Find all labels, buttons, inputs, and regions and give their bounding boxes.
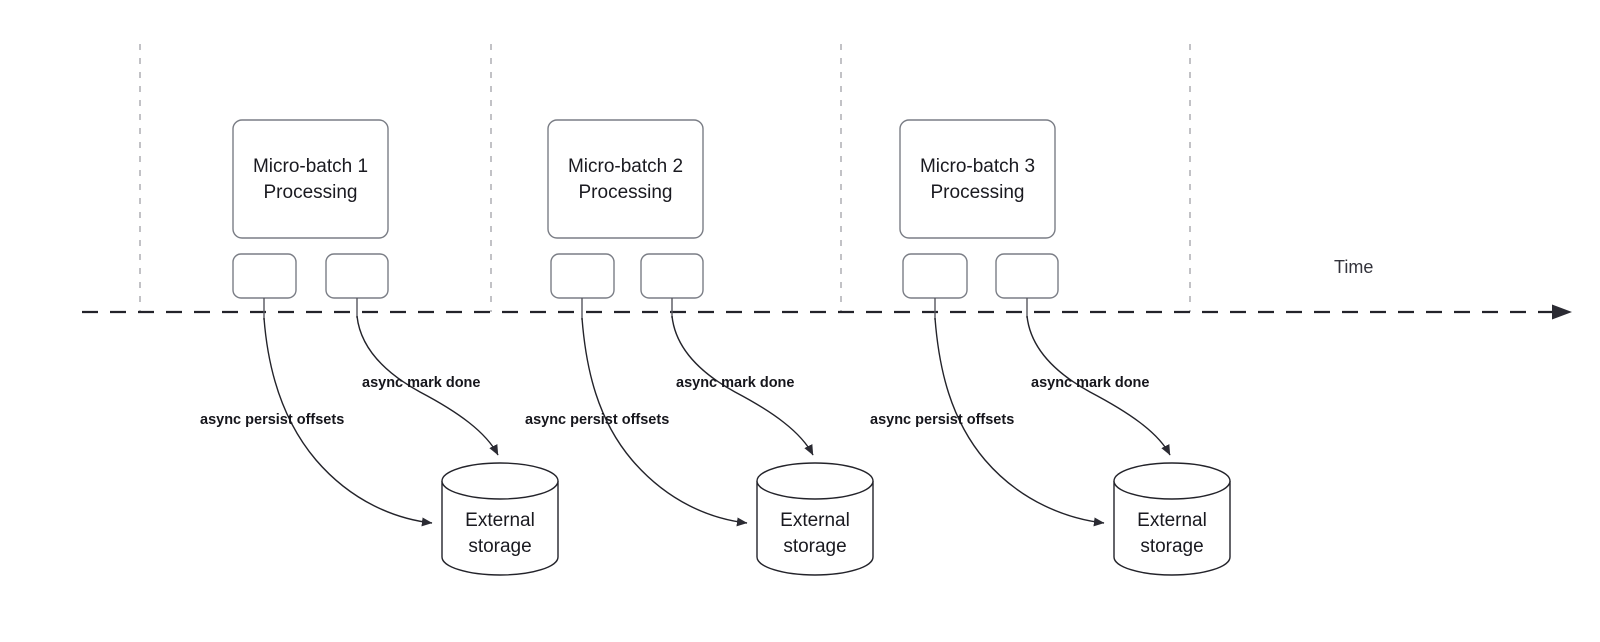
micro-batch-3-box[interactable] <box>899 119 1056 239</box>
micro-batch-1-label-line2: Processing <box>264 182 358 203</box>
micro-batch-3-label-line2: Processing <box>931 182 1025 203</box>
micro-batch-3-label-line1: Micro-batch 3 <box>920 156 1035 177</box>
external-storage-3-label-line1: External <box>1137 510 1207 531</box>
micro-batch-1-task-right-box[interactable] <box>325 253 389 299</box>
micro-batch-3-task-left-box[interactable] <box>902 253 968 299</box>
external-storage-1-label-line1: External <box>465 510 535 531</box>
async-mark-done-arrow-2 <box>671 315 814 456</box>
micro-batch-2-label-line1: Micro-batch 2 <box>568 156 683 177</box>
guide-lines <box>139 44 1191 312</box>
group-1: Micro-batch 1 Processing External storag… <box>200 119 559 576</box>
micro-batch-1-box[interactable] <box>232 119 389 239</box>
time-axis-label: Time <box>1334 257 1373 277</box>
micro-batch-2-label-line2: Processing <box>579 182 673 203</box>
external-storage-2-label-line2: storage <box>783 536 846 557</box>
async-persist-offsets-arrow-3 <box>934 317 1105 527</box>
micro-batch-2-task-right-box[interactable] <box>640 253 704 299</box>
external-storage-2[interactable]: External storage <box>756 462 874 576</box>
timeline-axis: Time <box>82 257 1572 320</box>
micro-batch-3-task-right-box[interactable] <box>995 253 1059 299</box>
async-mark-done-label-2: async mark done <box>676 375 794 391</box>
micro-batch-2-box[interactable] <box>547 119 704 239</box>
async-persist-offsets-arrow-2 <box>581 317 748 527</box>
async-mark-done-label-1: async mark done <box>362 375 480 391</box>
timeline-arrowhead <box>1552 304 1572 320</box>
micro-batch-2-task-left-box[interactable] <box>550 253 615 299</box>
async-persist-offsets-label-2: async persist offsets <box>525 412 669 428</box>
async-mark-done-label-3: async mark done <box>1031 375 1149 391</box>
group-2: Micro-batch 2 Processing External storag… <box>525 119 874 576</box>
async-persist-offsets-label-3: async persist offsets <box>870 412 1014 428</box>
micro-batch-1-label-line1: Micro-batch 1 <box>253 156 368 177</box>
external-storage-1[interactable]: External storage <box>441 462 559 576</box>
async-mark-done-arrow-1 <box>356 315 499 456</box>
async-persist-offsets-arrow-1 <box>263 317 433 527</box>
micro-batch-1-task-left-box[interactable] <box>232 253 297 299</box>
async-mark-done-arrow-3 <box>1026 315 1171 456</box>
external-storage-3[interactable]: External storage <box>1113 462 1231 576</box>
external-storage-2-label-line1: External <box>780 510 850 531</box>
external-storage-3-label-line2: storage <box>1140 536 1203 557</box>
group-3: Micro-batch 3 Processing External storag… <box>870 119 1231 576</box>
external-storage-1-label-line2: storage <box>468 536 531 557</box>
async-persist-offsets-label-1: async persist offsets <box>200 412 344 428</box>
